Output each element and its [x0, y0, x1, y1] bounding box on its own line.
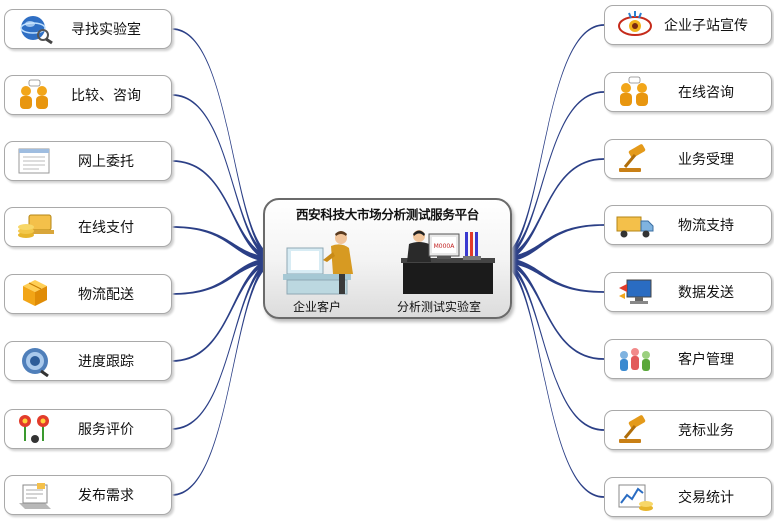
node-online-consult[interactable]: 在线咨询: [604, 72, 772, 112]
node-label: 企业子站宣传: [664, 18, 748, 34]
node-label: 竞标业务: [678, 423, 734, 439]
node-compare-consult[interactable]: 比较、咨询: [4, 75, 172, 115]
node-label: 在线咨询: [678, 85, 734, 101]
flowers-icon: [15, 413, 55, 445]
laptop-coins-icon: [15, 211, 55, 243]
monitor-label: M000A: [434, 243, 456, 250]
node-logistics-support[interactable]: 物流支持: [604, 205, 772, 245]
globe-search-icon: [15, 13, 55, 45]
gavel-icon: [615, 414, 655, 446]
chart-coins-icon: [615, 481, 655, 513]
node-label: 网上委托: [78, 154, 134, 170]
node-label: 进度跟踪: [78, 354, 134, 370]
connector-right-4: [497, 257, 604, 293]
node-label: 比较、咨询: [71, 88, 141, 104]
node-enterprise-substation[interactable]: 企业子站宣传: [604, 5, 772, 45]
people-group-icon: [615, 343, 655, 375]
node-label: 数据发送: [678, 285, 734, 301]
node-online-entrust[interactable]: 网上委托: [4, 141, 172, 181]
platform-hub: 西安科技大市场分析测试服务平台 企业客户 M000A 分析测试实验室: [263, 198, 512, 319]
node-label: 业务受理: [678, 152, 734, 168]
analysis-lab-illustration: M000A: [401, 230, 495, 294]
laptop-document-icon: [15, 479, 55, 511]
connector-left-4: [172, 257, 278, 295]
node-transaction-statistics[interactable]: 交易统计: [604, 477, 772, 517]
enterprise-customer-illustration: [283, 231, 353, 295]
gavel-icon: [615, 143, 655, 175]
boxes-icon: [15, 278, 55, 310]
node-label: 物流配送: [78, 287, 134, 303]
connector-right-3: [497, 224, 604, 263]
node-label: 寻找实验室: [71, 22, 141, 38]
node-business-acceptance[interactable]: 业务受理: [604, 139, 772, 179]
two-people-icon: [615, 76, 655, 108]
node-customer-management[interactable]: 客户管理: [604, 339, 772, 379]
connector-left-3: [172, 226, 278, 263]
globe-track-icon: [15, 345, 55, 377]
node-data-sending[interactable]: 数据发送: [604, 272, 772, 312]
connector-right-0: [497, 24, 604, 263]
node-publish-demand[interactable]: 发布需求: [4, 475, 172, 515]
node-service-evaluation[interactable]: 服务评价: [4, 409, 172, 449]
node-logistics-delivery[interactable]: 物流配送: [4, 274, 172, 314]
node-label: 交易统计: [678, 490, 734, 506]
node-label: 客户管理: [678, 352, 734, 368]
node-label: 在线支付: [78, 220, 134, 236]
truck-icon: [615, 209, 655, 241]
two-people-icon: [15, 79, 55, 111]
platform-title: 西安科技大市场分析测试服务平台: [295, 207, 479, 222]
connector-right-7: [497, 257, 604, 498]
enterprise-customer-label: 企业客户: [293, 300, 342, 314]
analysis-lab-label: 分析测试实验室: [397, 300, 482, 314]
node-progress-tracking[interactable]: 进度跟踪: [4, 341, 172, 381]
computer-transfer-icon: [615, 276, 655, 308]
document-form-icon: [15, 145, 55, 177]
node-bidding-business[interactable]: 竞标业务: [604, 410, 772, 450]
node-label: 物流支持: [678, 218, 734, 234]
node-label: 服务评价: [78, 422, 134, 438]
node-find-lab[interactable]: 寻找实验室: [4, 9, 172, 49]
node-label: 发布需求: [78, 488, 134, 504]
node-online-payment[interactable]: 在线支付: [4, 207, 172, 247]
eye-icon: [615, 9, 655, 41]
